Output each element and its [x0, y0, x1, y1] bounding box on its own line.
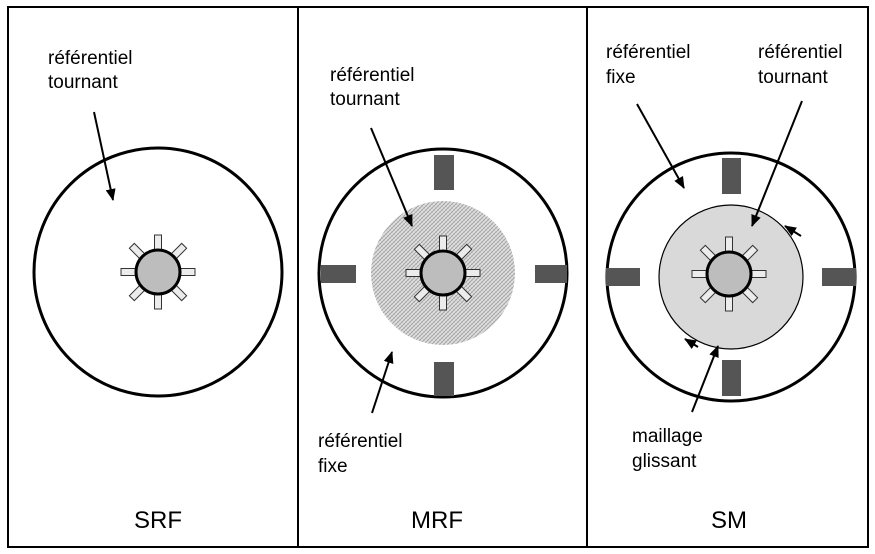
panel-sm: référentiel fixe référentiel tournant ma…: [605, 42, 857, 534]
arrow: [371, 351, 394, 414]
arrow: [784, 225, 802, 237]
baffle: [535, 265, 567, 283]
label-sliding-mesh: maillage glissant: [632, 426, 708, 472]
label-fixed-frame: référentiel fixe: [606, 42, 696, 88]
arrow: [636, 103, 685, 189]
impeller-hub: [419, 249, 467, 297]
impeller-hub: [705, 250, 753, 298]
baffle: [722, 158, 741, 194]
label-fixed-frame: référentiel fixe: [318, 431, 408, 477]
baffle: [822, 268, 856, 286]
impeller: [120, 234, 196, 310]
impeller-hub: [134, 248, 182, 296]
label-rotating-frame: référentiel tournant: [48, 48, 138, 93]
impeller: [691, 236, 767, 312]
panel-title: SM: [711, 507, 747, 534]
baffle: [434, 362, 454, 396]
arrow: [370, 127, 413, 227]
figure-frame: [7, 6, 869, 548]
baffle: [321, 265, 356, 283]
panel-title: MRF: [411, 507, 463, 534]
impeller: [405, 235, 481, 311]
panel-title: SRF: [134, 507, 182, 534]
baffle: [434, 155, 454, 190]
panel-mrf: référentiel tournant référentiel fixe MR…: [317, 65, 569, 534]
arrow: [691, 345, 719, 413]
arrow: [93, 111, 116, 201]
label-rotating-frame: référentiel tournant: [758, 42, 848, 88]
label-rotating-frame: référentiel tournant: [330, 65, 420, 110]
arrow: [751, 100, 803, 227]
baffle: [722, 360, 741, 396]
arrow: [684, 338, 699, 350]
baffle: [606, 268, 640, 286]
panel-srf: référentiel tournant SRF: [32, 48, 284, 534]
